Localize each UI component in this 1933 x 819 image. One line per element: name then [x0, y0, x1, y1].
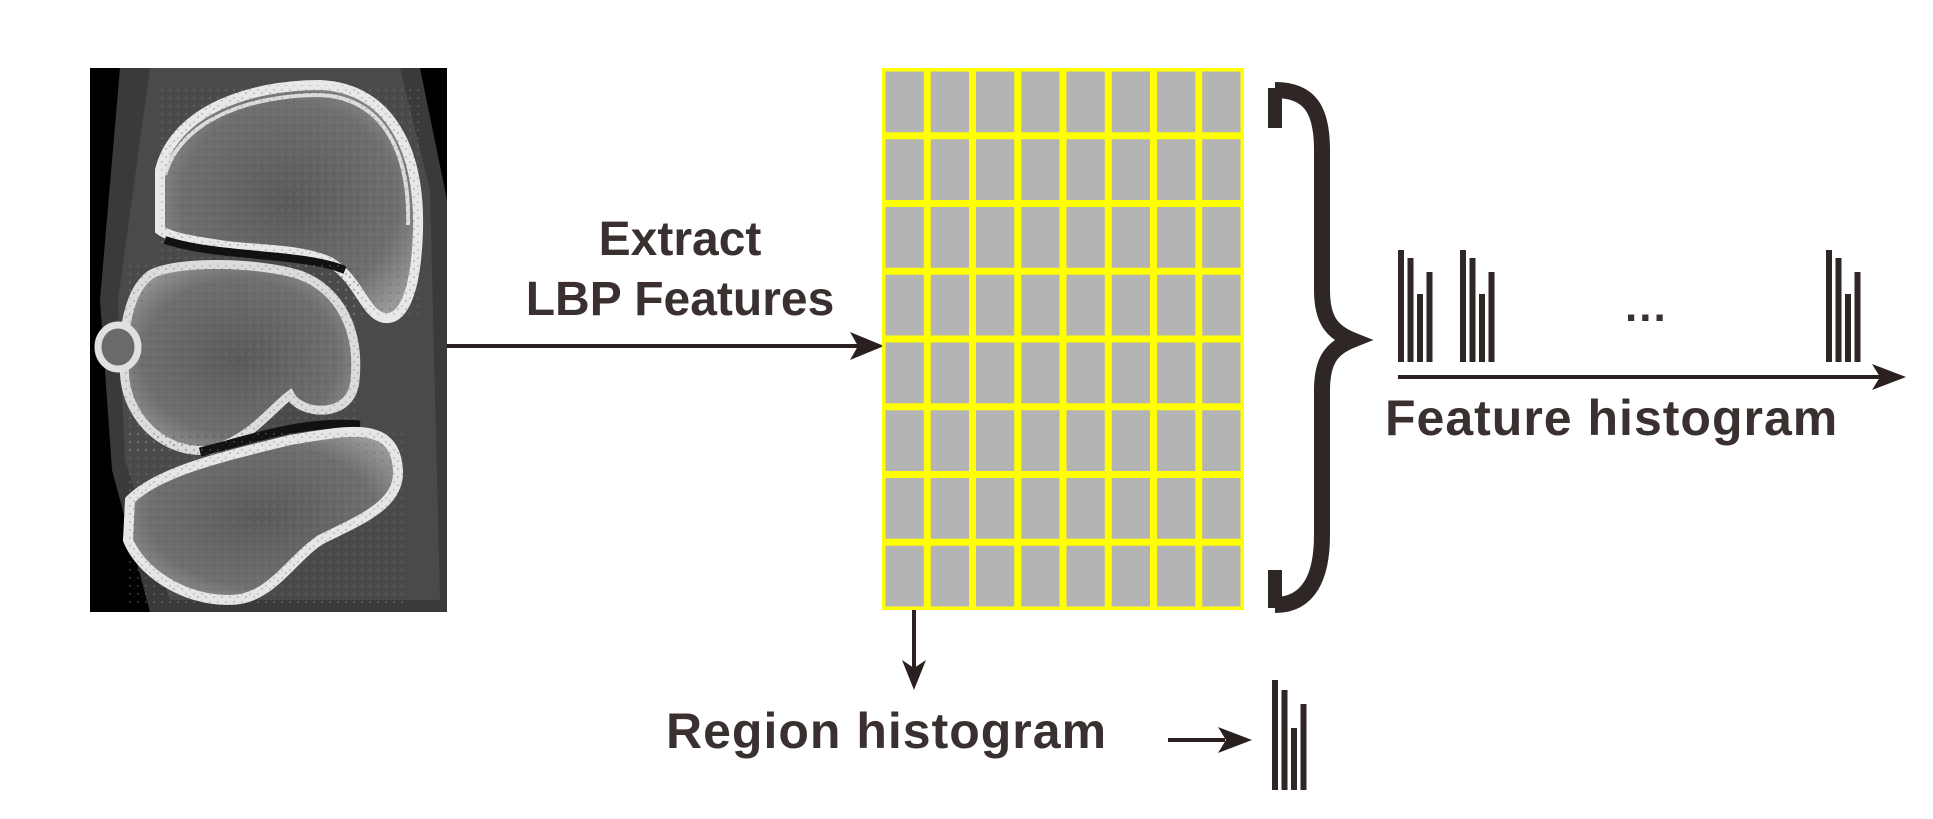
- extract-lbp-label: Extract LBP Features: [470, 210, 890, 330]
- grid-cell: [1157, 71, 1196, 133]
- grid-cell: [930, 207, 969, 268]
- grid-cell: [885, 342, 924, 404]
- grid-cell: [1021, 478, 1060, 539]
- grid-cell: [1157, 274, 1196, 336]
- grid-cell: [885, 274, 924, 336]
- grid-cell: [1066, 71, 1105, 133]
- grid-cell: [1202, 71, 1241, 133]
- grid-cell: [976, 410, 1015, 471]
- grid-cell: [1021, 139, 1060, 200]
- grid-cell: [1111, 207, 1150, 268]
- grid-cell: [1021, 274, 1060, 336]
- region-grid: [882, 68, 1244, 610]
- grid-cell: [1202, 545, 1241, 607]
- feature-histogram-bar: [1407, 258, 1414, 362]
- grid-cell: [976, 71, 1015, 133]
- grid-cell: [1202, 207, 1241, 268]
- feature-histogram-bar: [1854, 272, 1861, 362]
- grid-cell: [885, 410, 924, 471]
- extract-label-line1: Extract: [598, 213, 762, 266]
- grid-cell: [885, 545, 924, 607]
- grid-cell: [976, 478, 1015, 539]
- feature-histogram-bar: [1469, 258, 1476, 362]
- grid-cell: [1202, 139, 1241, 200]
- region-histogram-bar: [1291, 728, 1297, 790]
- grid-cell: [976, 274, 1015, 336]
- grid-cell: [976, 207, 1015, 268]
- grid-cell: [1066, 139, 1105, 200]
- grid-cell: [885, 207, 924, 268]
- grid-cell: [1111, 71, 1150, 133]
- grid-cell: [1066, 478, 1105, 539]
- feature-histogram-label: Feature histogram: [1385, 390, 1839, 446]
- feature-histogram-bar: [1488, 272, 1495, 362]
- grid-cell: [1202, 478, 1241, 539]
- grid-cell: [1021, 410, 1060, 471]
- feature-histogram-axis: [1398, 364, 1906, 390]
- grid-cell: [1066, 207, 1105, 268]
- grid-cell: [976, 342, 1015, 404]
- grid-cell: [1157, 207, 1196, 268]
- grid-cell: [1111, 410, 1150, 471]
- grid-cell: [1066, 410, 1105, 471]
- grid-cell: [1157, 478, 1196, 539]
- ankle-ct-image: [90, 68, 447, 612]
- grid-cell: [976, 545, 1015, 607]
- grid-cell: [1021, 207, 1060, 268]
- grid-cell: [1111, 274, 1150, 336]
- feature-histogram-bar: [1426, 272, 1433, 362]
- grid-cell: [1111, 545, 1150, 607]
- grid-cell: [1021, 71, 1060, 133]
- feature-histogram-bar: [1835, 258, 1842, 362]
- feature-histogram-bar: [1845, 294, 1851, 362]
- grid-cell: [1021, 545, 1060, 607]
- grid-cell: [930, 410, 969, 471]
- region-histogram-label: Region histogram: [666, 703, 1108, 759]
- feature-histogram-bar: [1417, 294, 1423, 362]
- grid-cell: [885, 478, 924, 539]
- grid-cell: [1111, 342, 1150, 404]
- region-histogram-bars: [1272, 680, 1307, 790]
- grid-cell: [1157, 545, 1196, 607]
- grid-cell: [930, 71, 969, 133]
- grid-cell: [930, 478, 969, 539]
- grid-cell: [930, 545, 969, 607]
- feature-histogram-bars: [1398, 250, 1861, 362]
- grid-cell: [930, 274, 969, 336]
- grid-cell: [1157, 410, 1196, 471]
- feature-histogram-bar: [1826, 250, 1832, 362]
- grid-cell: [1202, 342, 1241, 404]
- feature-histogram-bar: [1398, 250, 1404, 362]
- grid-cell: [1202, 274, 1241, 336]
- grid-cell: [930, 342, 969, 404]
- feature-histogram-bar: [1479, 294, 1485, 362]
- grid-cell: [1066, 274, 1105, 336]
- grid-cell: [1111, 478, 1150, 539]
- grid-cell: [1066, 342, 1105, 404]
- grid-cell: [1157, 342, 1196, 404]
- region-histogram-arrow: [1168, 727, 1252, 753]
- curly-brace: [1268, 82, 1374, 613]
- region-histogram-bar: [1272, 680, 1278, 790]
- feature-histogram-bar: [1460, 250, 1466, 362]
- grid-cell: [1157, 139, 1196, 200]
- grid-cell: [1111, 139, 1150, 200]
- region-histogram-bar: [1300, 704, 1307, 790]
- extract-arrow: [447, 332, 884, 360]
- grid-cell: [1066, 545, 1105, 607]
- grid-cell: [1202, 410, 1241, 471]
- grid-cell: [1021, 342, 1060, 404]
- grid-cell: [885, 71, 924, 133]
- histogram-ellipsis: ...: [1625, 282, 1668, 331]
- grid-cell: [930, 139, 969, 200]
- grid-cell: [885, 139, 924, 200]
- region-histogram-bar: [1281, 690, 1288, 790]
- region-down-arrow: [902, 610, 926, 690]
- extract-label-line2: LBP Features: [525, 273, 835, 326]
- grid-cell: [976, 139, 1015, 200]
